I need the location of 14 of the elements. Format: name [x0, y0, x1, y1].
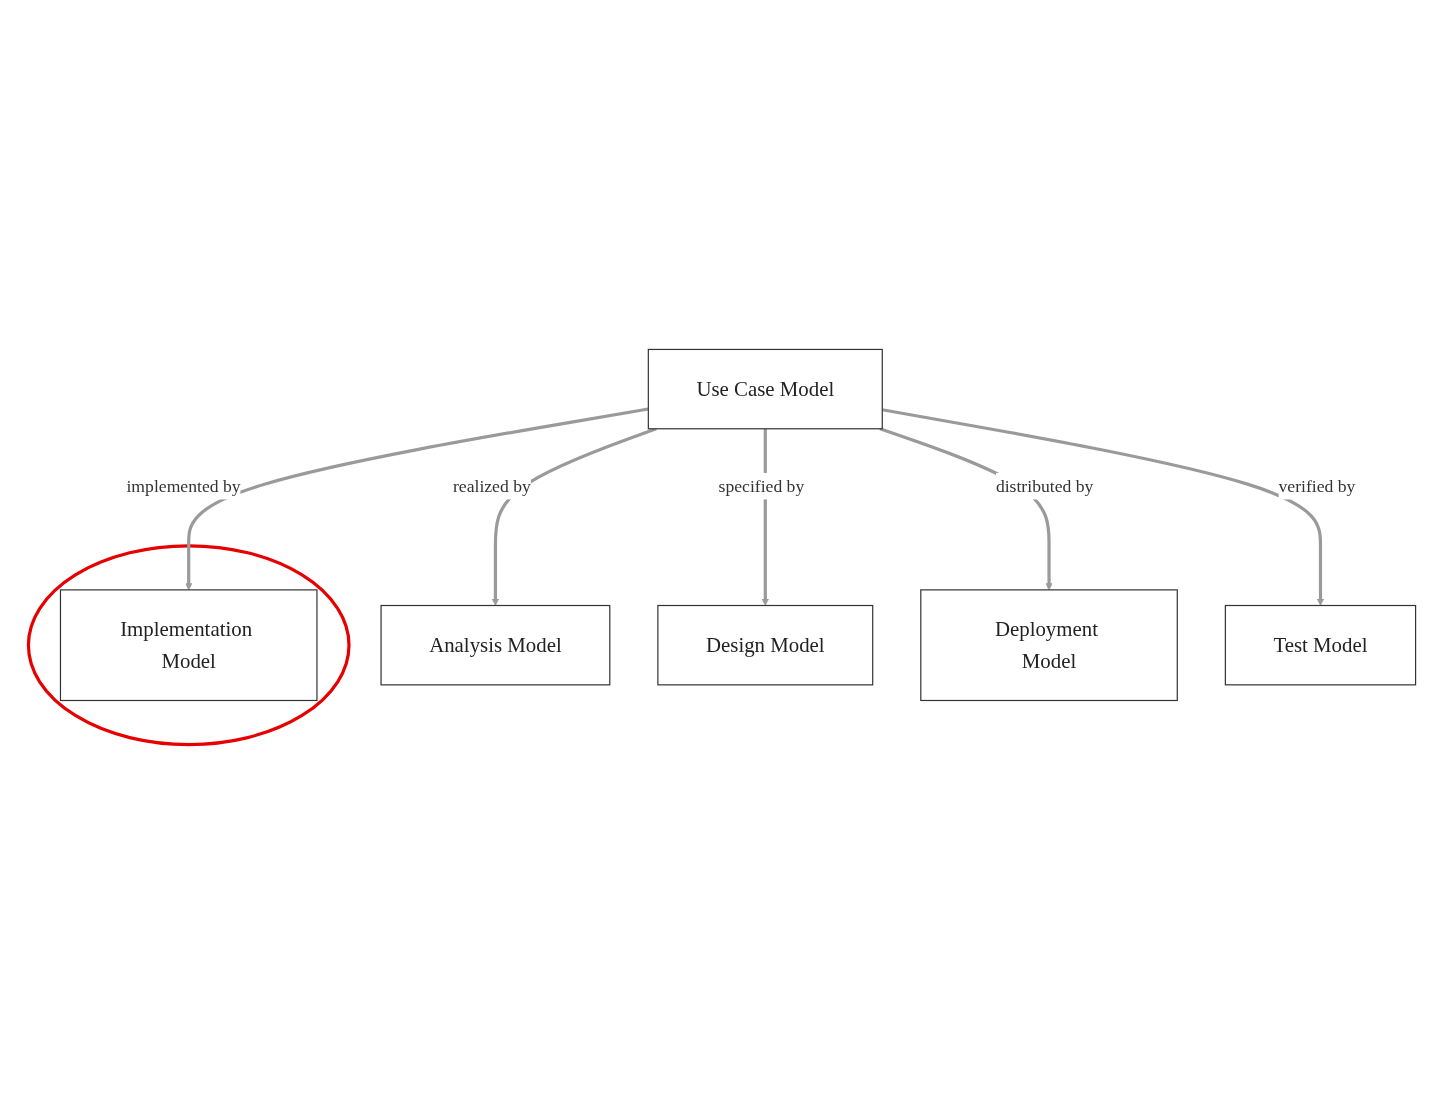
node-box: Deployment Model: [919, 589, 1178, 702]
edge-label: distributed by: [995, 476, 1093, 497]
node-box: Design Model: [656, 604, 873, 686]
node-box: Use Case Model: [647, 348, 883, 430]
edge-label: implemented by: [125, 476, 241, 497]
node-box: Implementation Model: [59, 589, 318, 702]
edge-label: realized by: [452, 476, 531, 497]
node-box: Analysis Model: [379, 604, 610, 686]
node-box: Test Model: [1224, 604, 1416, 686]
arrow: [881, 408, 1324, 606]
cluster: [26, 544, 351, 747]
arrow: [491, 427, 657, 606]
edge-label: specified by: [718, 476, 804, 497]
edge-label: verified by: [1278, 476, 1355, 497]
